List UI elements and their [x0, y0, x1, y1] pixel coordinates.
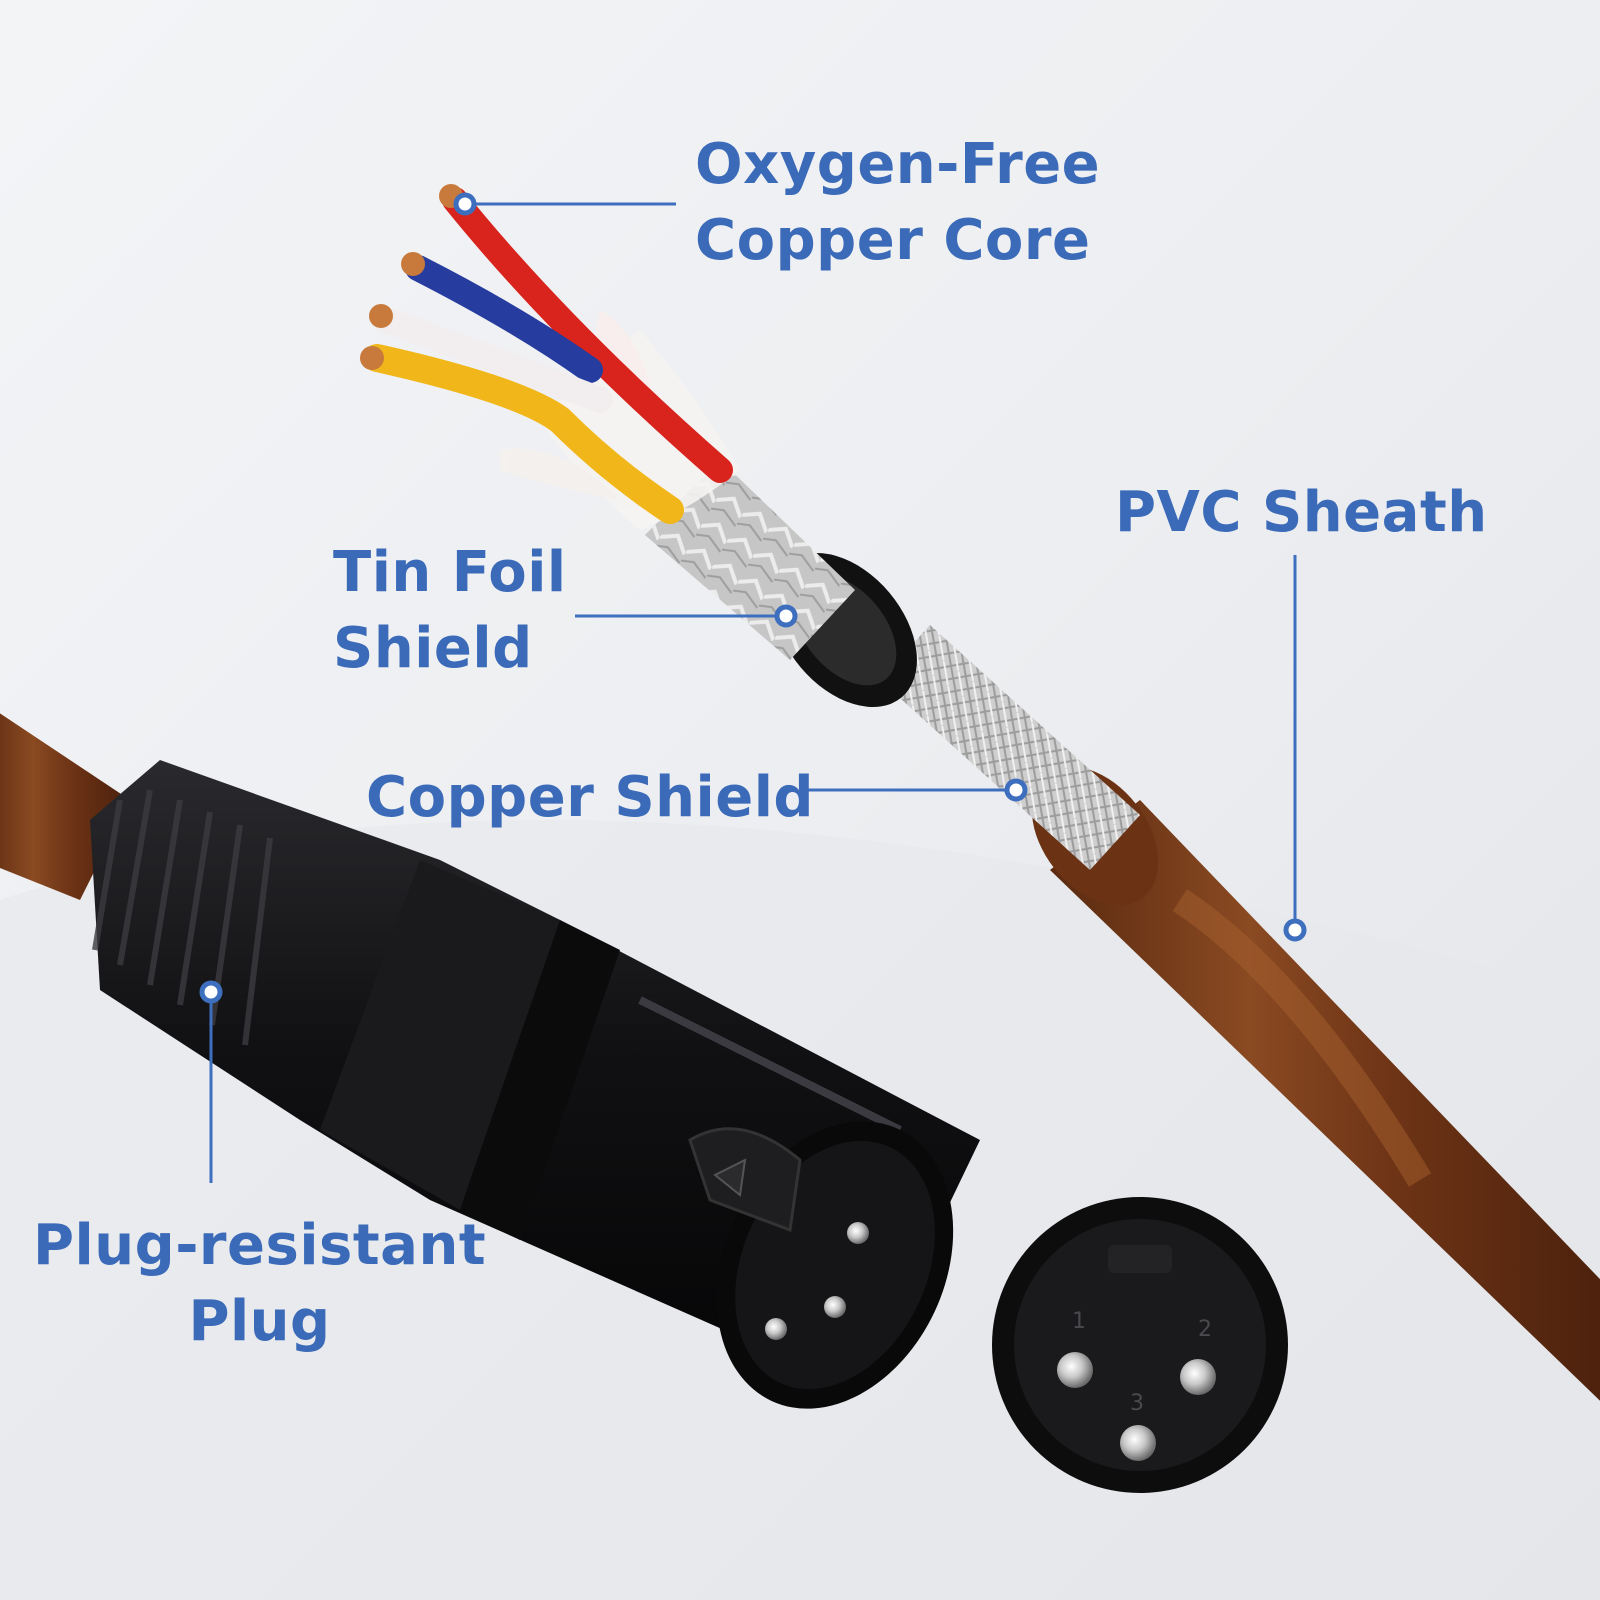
label-copper-shield: Copper Shield: [366, 760, 814, 836]
leader-dots: [199, 192, 1307, 1004]
copper-core-wires: [360, 184, 733, 524]
pin-number-2: 2: [1198, 1317, 1212, 1342]
label-pvc-sheath: PVC Sheath: [1115, 475, 1488, 551]
label-plug-line1: Plug-resistant: [33, 1213, 487, 1278]
label-tin-foil-shield: Tin Foil Shield: [333, 535, 567, 687]
pin: [824, 1296, 846, 1318]
pvc-sheath: [1031, 766, 1600, 1401]
tin-foil-wrap: [645, 460, 855, 660]
label-plug-resistant-plug: Plug-resistant Plug: [33, 1208, 486, 1360]
xlr-plug: [90, 760, 980, 1409]
pin-number-3: 3: [1130, 1391, 1144, 1416]
copper-shield-braid: [880, 625, 1140, 870]
label-copper-core-line2: Copper Core: [695, 208, 1091, 273]
label-copper-core-line1: Oxygen-Free: [695, 132, 1101, 197]
pin: [847, 1222, 869, 1244]
pin-number-1: 1: [1072, 1309, 1086, 1334]
label-tin-foil-line1: Tin Foil: [333, 540, 567, 605]
label-copper-core: Oxygen-Free Copper Core: [695, 127, 1100, 279]
pin: [765, 1318, 787, 1340]
plug-face: 1 2 3: [992, 1197, 1288, 1493]
leader-lines: [209, 202, 1297, 1183]
label-tin-foil-line2: Shield: [333, 616, 533, 681]
label-plug-line2: Plug: [188, 1289, 331, 1354]
label-pvc-sheath-line1: PVC Sheath: [1115, 480, 1488, 545]
label-copper-shield-line1: Copper Shield: [366, 765, 814, 830]
